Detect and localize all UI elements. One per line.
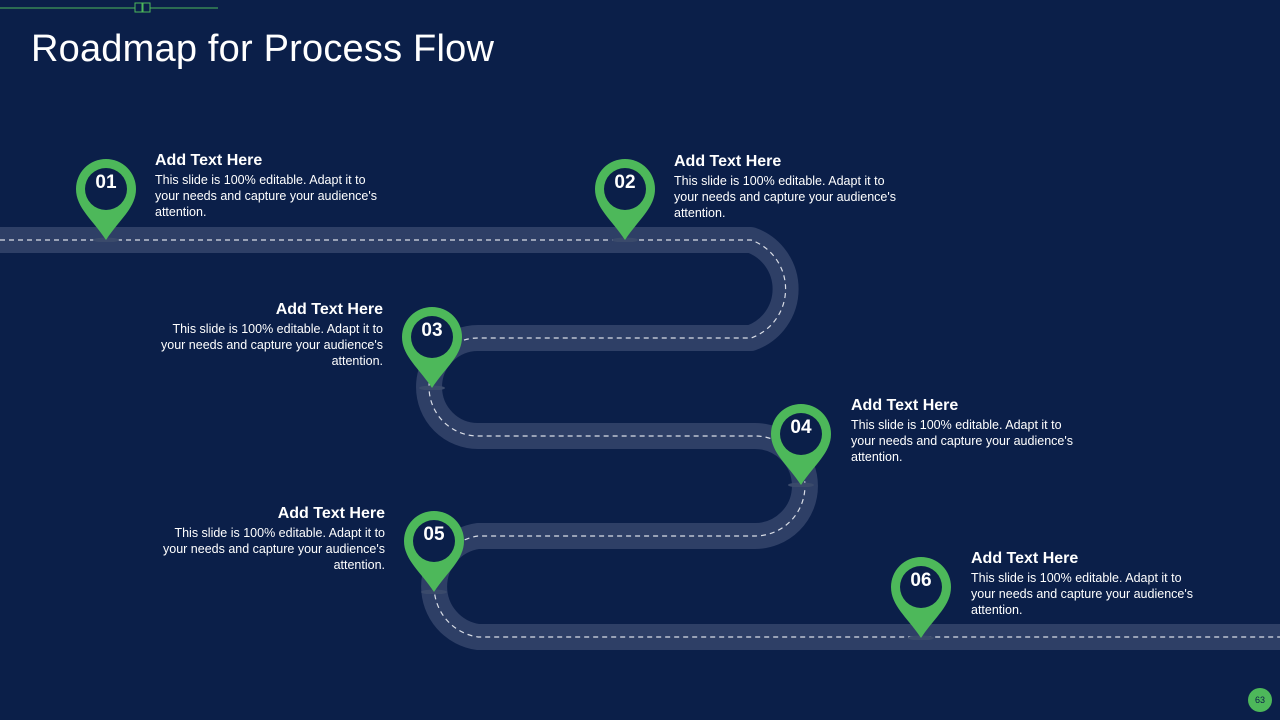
- marker-step-6: 06: [890, 556, 952, 641]
- marker-step-5: 05: [403, 510, 465, 595]
- step-number: 04: [790, 417, 812, 438]
- step-5-text: Add Text Here This slide is 100% editabl…: [155, 505, 385, 573]
- page-title: Roadmap for Process Flow: [31, 28, 495, 70]
- page-number-badge: 63: [1248, 688, 1272, 712]
- step-3-text: Add Text Here This slide is 100% editabl…: [153, 301, 383, 369]
- marker-step-1: 01: [75, 158, 137, 243]
- step-number: 05: [423, 524, 445, 545]
- location-pin-icon: [771, 404, 831, 488]
- step-number: 01: [95, 172, 117, 193]
- step-heading: Add Text Here: [275, 301, 383, 318]
- marker-step-3: 03: [401, 306, 463, 391]
- marker-step-2: 02: [594, 158, 656, 243]
- step-description: This slide is 100% editable. Adapt it to…: [163, 526, 385, 572]
- step-number: 02: [614, 172, 636, 193]
- step-heading: Add Text Here: [155, 152, 263, 169]
- step-heading: Add Text Here: [277, 505, 385, 522]
- location-pin-icon: [404, 511, 464, 595]
- step-1-text: Add Text Here This slide is 100% editabl…: [155, 152, 385, 220]
- step-description: This slide is 100% editable. Adapt it to…: [851, 418, 1073, 464]
- top-decoration: [0, 2, 218, 13]
- step-heading: Add Text Here: [674, 153, 782, 170]
- marker-step-4: 04: [770, 403, 832, 488]
- step-6-text: Add Text Here This slide is 100% editabl…: [971, 550, 1201, 618]
- step-heading: Add Text Here: [971, 550, 1079, 567]
- step-number: 03: [421, 320, 443, 341]
- step-number: 06: [910, 570, 932, 591]
- step-2-text: Add Text Here This slide is 100% editabl…: [674, 153, 904, 221]
- location-pin-icon: [402, 307, 462, 391]
- step-description: This slide is 100% editable. Adapt it to…: [674, 174, 896, 220]
- step-heading: Add Text Here: [851, 397, 959, 414]
- step-description: This slide is 100% editable. Adapt it to…: [161, 322, 383, 368]
- location-pin-icon: [595, 159, 655, 243]
- location-pin-icon: [891, 557, 951, 641]
- step-description: This slide is 100% editable. Adapt it to…: [155, 173, 377, 219]
- location-pin-icon: [76, 159, 136, 243]
- step-description: This slide is 100% editable. Adapt it to…: [971, 571, 1193, 617]
- step-4-text: Add Text Here This slide is 100% editabl…: [851, 397, 1081, 465]
